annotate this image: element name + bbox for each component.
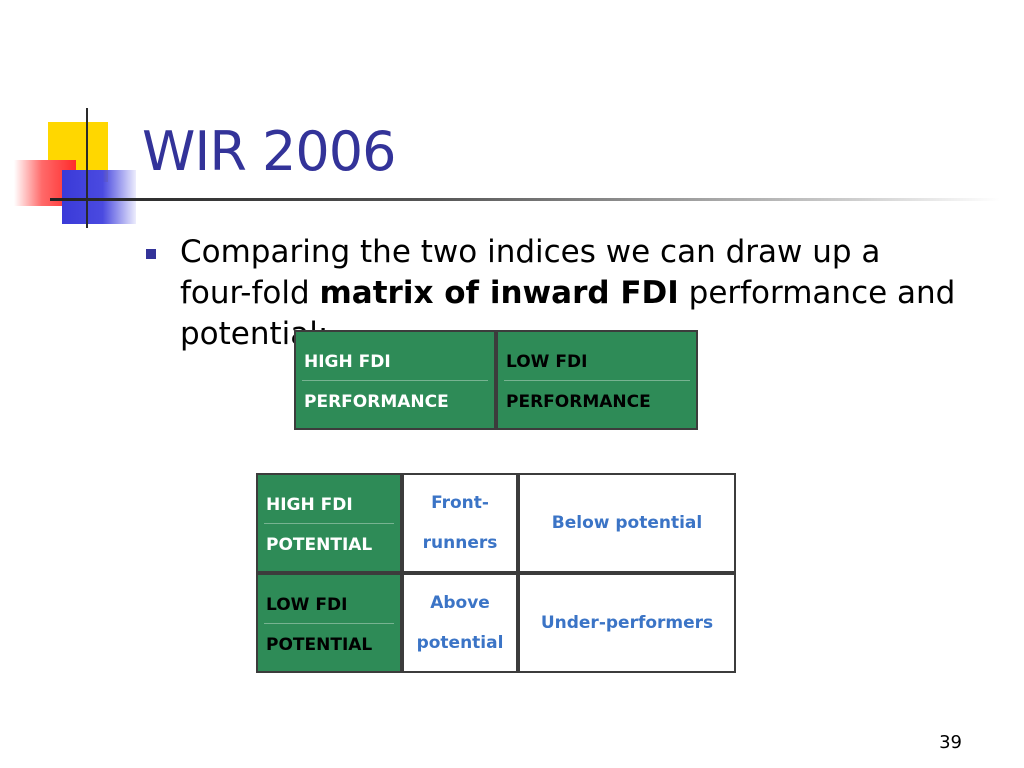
- matrix-label-high-potential: HIGH FDI POTENTIAL: [256, 473, 402, 573]
- matrix-label-low-potential: LOW FDI POTENTIAL: [256, 573, 402, 673]
- cell-separator: [504, 380, 690, 381]
- decor-blue-square: [62, 170, 136, 224]
- cell-separator: [302, 380, 488, 381]
- bullet-item: Comparing the two indices we can draw up…: [146, 232, 956, 355]
- matrix-cell-below-potential: Below potential: [518, 473, 736, 573]
- bullet-text-bold: matrix of inward FDI: [319, 275, 679, 311]
- matrix-cell-above-potential: Above potential: [402, 573, 518, 673]
- matrix-row2-cell2: Under-performers: [540, 613, 714, 633]
- cell-separator: [264, 623, 394, 624]
- matrix-row1-cell2: Below potential: [551, 513, 703, 533]
- header-cell-high-performance: HIGH FDI PERFORMANCE: [294, 330, 496, 430]
- matrix-cell-front-runners: Front- runners: [402, 473, 518, 573]
- header-high-line1: HIGH FDI: [304, 352, 391, 372]
- matrix-row1-label-line2: POTENTIAL: [266, 535, 373, 555]
- matrix-cell-under-performers: Under-performers: [518, 573, 736, 673]
- matrix-row2-cell1-line1: Above: [430, 593, 490, 613]
- matrix-row2-label-line2: POTENTIAL: [266, 635, 373, 655]
- matrix-row1-label-line1: HIGH FDI: [266, 495, 353, 515]
- matrix-row1-cell1-line1: Front-: [431, 493, 489, 513]
- matrix-row2-label-line1: LOW FDI: [266, 595, 348, 615]
- slide-title: WIR 2006: [142, 120, 396, 183]
- bullet-text-part1: Comparing the two indices we can draw up…: [180, 234, 881, 311]
- header-low-line1: LOW FDI: [506, 352, 588, 372]
- matrix-row1-cell1-line2: runners: [422, 533, 498, 553]
- title-underline: [50, 198, 1000, 201]
- page-number: 39: [939, 732, 962, 753]
- bullet-text: Comparing the two indices we can draw up…: [180, 232, 956, 355]
- bullet-square-icon: [146, 249, 156, 259]
- decor-vertical-line: [86, 108, 88, 228]
- header-high-line2: PERFORMANCE: [304, 392, 449, 412]
- header-low-line2: PERFORMANCE: [506, 392, 651, 412]
- header-cell-low-performance: LOW FDI PERFORMANCE: [496, 330, 698, 430]
- matrix-row2-cell1-line2: potential: [416, 633, 504, 653]
- cell-separator: [264, 523, 394, 524]
